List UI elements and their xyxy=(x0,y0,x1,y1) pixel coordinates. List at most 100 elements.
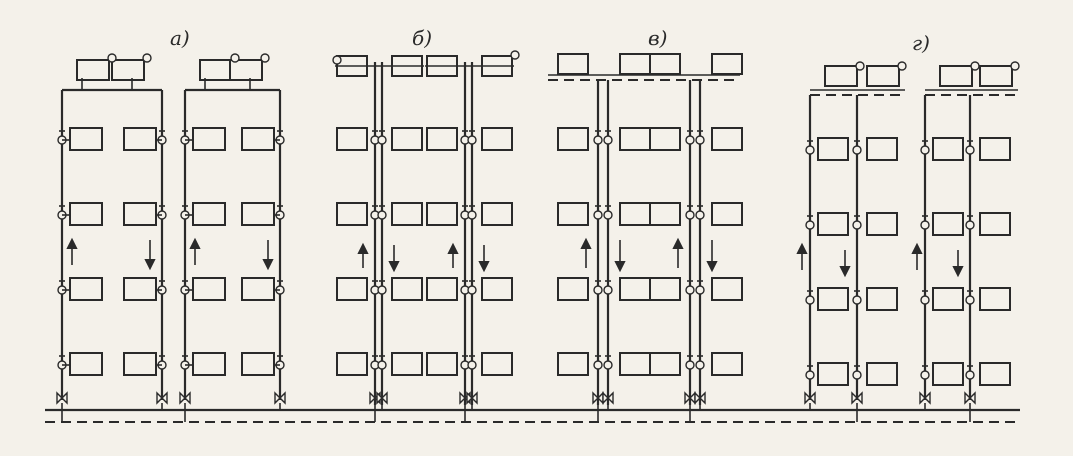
gate-valve-icon xyxy=(919,391,931,405)
radiator xyxy=(426,277,458,301)
arrow-head xyxy=(672,237,684,249)
radiator xyxy=(391,127,423,151)
gate-valve-icon xyxy=(694,391,706,405)
arrow-head xyxy=(796,242,808,254)
valve-icon xyxy=(180,280,190,295)
radiator xyxy=(979,212,1011,236)
valve-icon xyxy=(920,215,930,230)
radiator xyxy=(979,362,1011,386)
valve-icon xyxy=(805,365,815,380)
valve-body xyxy=(852,295,862,305)
valve-body xyxy=(920,295,930,305)
radiator xyxy=(817,212,849,236)
valve-body xyxy=(467,135,477,145)
radiator xyxy=(241,127,275,151)
arrow-head xyxy=(478,261,490,273)
valve-icon xyxy=(57,130,67,145)
arrow-head xyxy=(66,237,78,249)
valve-body xyxy=(603,360,613,370)
arrow-down-icon xyxy=(706,240,718,273)
gate-valve-body xyxy=(179,391,191,405)
valve-icon xyxy=(467,205,477,220)
air-vent-icon xyxy=(855,61,865,71)
air-vent-icon xyxy=(1010,61,1020,71)
gate-valve-icon xyxy=(156,391,168,405)
radiator xyxy=(426,202,458,226)
radiator xyxy=(711,53,743,75)
gate-valve-icon xyxy=(274,391,286,405)
radiator xyxy=(824,65,858,87)
air-vent-icon xyxy=(970,61,980,71)
valve-icon xyxy=(275,355,285,370)
valve-body xyxy=(805,370,815,380)
valve-icon xyxy=(180,205,190,220)
radiator xyxy=(932,212,964,236)
gate-valve-body xyxy=(274,391,286,405)
valve-icon xyxy=(275,205,285,220)
valve-icon xyxy=(157,355,167,370)
air-vent-icon xyxy=(230,53,240,63)
valve-icon xyxy=(805,290,815,305)
radiator xyxy=(111,59,145,81)
valve-body xyxy=(920,370,930,380)
valve-body xyxy=(603,210,613,220)
radiator xyxy=(192,127,226,151)
valve-body xyxy=(805,145,815,155)
radiator xyxy=(619,352,651,376)
label-scheme-b: б) xyxy=(412,26,432,50)
radiator xyxy=(619,202,651,226)
valve-icon xyxy=(603,205,613,220)
valve-body xyxy=(377,210,387,220)
valve-icon xyxy=(460,280,470,295)
radiator xyxy=(866,65,900,87)
arrow-down-icon xyxy=(144,240,156,271)
valve-body xyxy=(603,135,613,145)
gate-valve-body xyxy=(56,391,68,405)
label-scheme-g: г) xyxy=(912,31,930,55)
air-vent-icon xyxy=(897,61,907,71)
valve-icon xyxy=(685,205,695,220)
valve-icon xyxy=(920,290,930,305)
radiator xyxy=(817,137,849,161)
radiator xyxy=(817,362,849,386)
radiator xyxy=(76,59,110,81)
arrow-up-icon xyxy=(357,242,369,268)
radiator xyxy=(711,352,743,376)
valve-icon xyxy=(467,355,477,370)
air-vent-icon xyxy=(332,55,342,65)
radiator xyxy=(192,277,226,301)
radiator xyxy=(192,202,226,226)
valve-body xyxy=(685,210,695,220)
radiator xyxy=(932,137,964,161)
valve-icon xyxy=(460,130,470,145)
radiator xyxy=(979,65,1013,87)
gate-valve-body xyxy=(964,391,976,405)
radiator xyxy=(866,287,898,311)
valve-body xyxy=(593,210,603,220)
valve-icon xyxy=(593,280,603,295)
arrow-head xyxy=(189,237,201,249)
radiator xyxy=(481,127,513,151)
valve-body xyxy=(467,285,477,295)
valve-body xyxy=(377,135,387,145)
radiator xyxy=(711,202,743,226)
radiator xyxy=(391,202,423,226)
valve-icon xyxy=(180,130,190,145)
valve-icon xyxy=(370,205,380,220)
radiator xyxy=(557,127,589,151)
valve-icon xyxy=(377,130,387,145)
radiator xyxy=(241,277,275,301)
air-vent-icon xyxy=(107,53,117,63)
gate-valve-icon xyxy=(376,391,388,405)
valve-icon xyxy=(685,130,695,145)
arrow-down-icon xyxy=(614,240,626,273)
arrow-up-icon xyxy=(580,237,592,268)
valve-body xyxy=(805,295,815,305)
radiator xyxy=(69,202,103,226)
radiator xyxy=(866,212,898,236)
valve-icon xyxy=(965,215,975,230)
gate-valve-body xyxy=(376,391,388,405)
air-vent-icon xyxy=(142,53,152,63)
radiator xyxy=(336,277,368,301)
